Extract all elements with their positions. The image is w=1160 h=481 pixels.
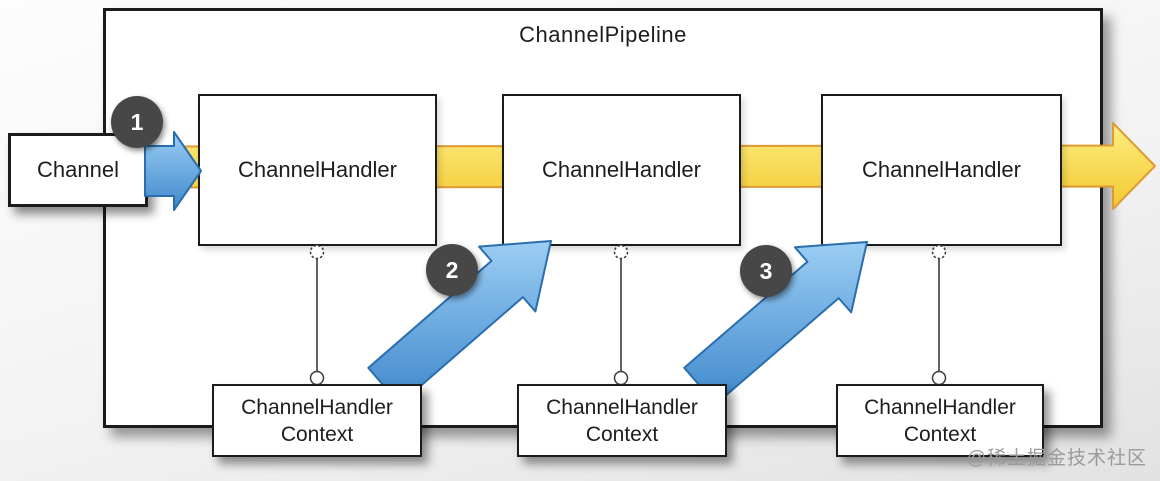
channel-handler-context-box-1: ChannelHandler Context [212,384,422,457]
channel-handler-label: ChannelHandler [238,157,397,182]
context-label-line1: ChannelHandler [241,395,393,419]
channel-handler-label: ChannelHandler [542,157,701,182]
watermark-text: @稀土掘金技术社区 [966,448,1147,469]
context-label-line2: Context [903,422,977,446]
channel-handler-label: ChannelHandler [862,157,1021,182]
step-badge-3: 3 [740,245,792,297]
channel-handler-box-3: ChannelHandler [821,94,1062,246]
context-label-line2: Context [585,422,659,446]
context-label-line1: ChannelHandler [546,395,698,419]
context-label-line1: ChannelHandler [864,395,1016,419]
channel-handler-context-box-2: ChannelHandler Context [517,384,727,457]
step-badge-1: 1 [111,96,163,148]
channel-box: Channel [8,133,148,207]
pipeline-title: ChannelPipeline [519,22,687,47]
step-badge-2: 2 [426,244,478,296]
channel-handler-box-1: ChannelHandler [198,94,437,246]
channel-handler-context-box-3: ChannelHandler Context [836,384,1044,457]
channel-label: Channel [37,157,119,182]
channel-handler-box-2: ChannelHandler [502,94,741,246]
context-label-line2: Context [280,422,354,446]
